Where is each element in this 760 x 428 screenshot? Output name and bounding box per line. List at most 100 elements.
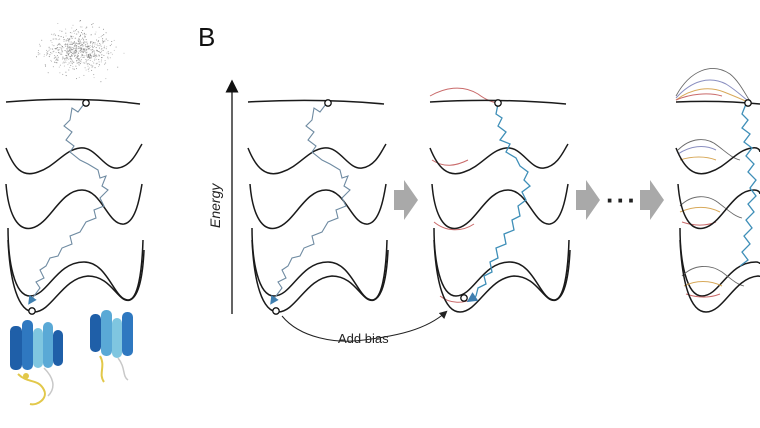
cloud-particle xyxy=(86,48,88,50)
cloud-particle xyxy=(94,58,96,60)
bias-curve xyxy=(681,266,745,287)
cloud-particle xyxy=(59,30,61,32)
cloud-particle xyxy=(80,51,82,53)
cloud-particle xyxy=(82,49,84,51)
cloud-particle xyxy=(68,55,70,57)
cloud-particle xyxy=(91,24,93,26)
cloud-particle xyxy=(92,43,94,45)
cloud-particle xyxy=(43,55,45,57)
cloud-particle xyxy=(107,51,109,53)
cloud-particle xyxy=(57,49,59,51)
bias-curve xyxy=(433,221,475,231)
cloud-particle xyxy=(110,43,113,45)
landscape-curve xyxy=(249,183,387,230)
cloud-particle xyxy=(67,48,69,50)
cloud-particle xyxy=(115,46,117,48)
cloud-particle xyxy=(94,42,96,44)
cloud-particle xyxy=(54,38,56,40)
cloud-particle xyxy=(59,72,61,74)
cloud-particle xyxy=(69,43,71,45)
cloud-particle xyxy=(88,55,90,57)
cloud-particle xyxy=(50,60,53,63)
cloud-particle xyxy=(104,60,106,62)
cloud-particle xyxy=(91,48,93,51)
cloud-particle xyxy=(99,51,101,53)
cloud-particle xyxy=(81,47,83,49)
cloud-particle xyxy=(77,43,79,45)
cloud-particle xyxy=(107,58,109,60)
cloud-particle xyxy=(41,39,43,41)
cloud-particle xyxy=(74,42,76,44)
cloud-particle xyxy=(100,36,102,38)
cloud-particle xyxy=(87,59,89,61)
cloud-particle xyxy=(67,38,69,40)
cloud-particle xyxy=(60,53,62,55)
cloud-particle xyxy=(85,69,87,71)
cloud-particle xyxy=(69,56,71,58)
cloud-particle xyxy=(94,43,96,45)
cloud-particle xyxy=(53,50,55,52)
cloud-particle xyxy=(82,54,84,56)
cloud-particle xyxy=(84,54,86,57)
cloud-particle xyxy=(53,45,55,47)
cloud-particle xyxy=(100,81,102,83)
cloud-particle xyxy=(54,54,56,57)
cloud-particle xyxy=(55,59,57,61)
cloud-particle xyxy=(70,59,72,61)
cloud-particle xyxy=(83,33,86,35)
cloud-particle xyxy=(67,64,69,66)
cloud-particle xyxy=(49,54,51,56)
cloud-particle xyxy=(63,62,65,64)
cloud-particle xyxy=(74,51,76,53)
cloud-particle xyxy=(70,41,73,43)
cloud-particle xyxy=(78,76,80,78)
cloud-particle xyxy=(61,53,63,55)
cloud-particle xyxy=(99,43,101,45)
cloud-particle xyxy=(58,42,60,44)
cloud-particle xyxy=(67,57,69,59)
cloud-particle xyxy=(80,45,83,47)
cloud-particle xyxy=(66,55,68,57)
cloud-particle xyxy=(57,39,59,41)
cloud-particle xyxy=(75,37,77,39)
cloud-particle xyxy=(76,43,78,45)
cloud-particle xyxy=(113,49,115,51)
cloud-particle xyxy=(103,54,105,57)
cloud-particle xyxy=(93,42,95,44)
cloud-particle xyxy=(73,30,75,32)
cloud-particle xyxy=(73,45,75,47)
cloud-particle xyxy=(63,38,65,41)
cloud-particle xyxy=(78,64,80,67)
cloud-particle xyxy=(71,61,73,63)
cloud-particle xyxy=(70,50,72,52)
cloud-particle xyxy=(102,38,104,40)
cloud-particle xyxy=(78,37,80,39)
cloud-particle xyxy=(83,48,85,50)
cloud-particle xyxy=(76,50,78,52)
cloud-particle xyxy=(98,26,100,28)
bias-curve xyxy=(675,93,723,101)
trajectory-line xyxy=(28,103,109,305)
cloud-particle xyxy=(100,49,102,51)
cloud-particle xyxy=(84,44,86,46)
cloud-particle xyxy=(97,50,99,53)
cloud-particle xyxy=(90,34,92,36)
cloud-particle xyxy=(98,54,100,56)
cloud-particle xyxy=(48,48,50,50)
cloud-particle xyxy=(79,47,81,49)
cloud-particle xyxy=(58,49,60,51)
cloud-particle xyxy=(81,53,83,55)
cloud-particle xyxy=(55,38,58,40)
cloud-particle xyxy=(104,63,106,65)
bias-curve xyxy=(683,281,723,287)
cloud-particle xyxy=(103,47,105,49)
trajectory-line xyxy=(739,103,757,267)
cloud-particle xyxy=(57,51,60,53)
cloud-particle xyxy=(70,60,72,62)
cloud-particle xyxy=(113,39,115,41)
cloud-particle xyxy=(92,60,94,63)
cloud-particle xyxy=(77,55,79,57)
cloud-particle xyxy=(87,48,89,50)
cloud-particle xyxy=(72,47,75,49)
cloud-particle xyxy=(91,69,93,71)
